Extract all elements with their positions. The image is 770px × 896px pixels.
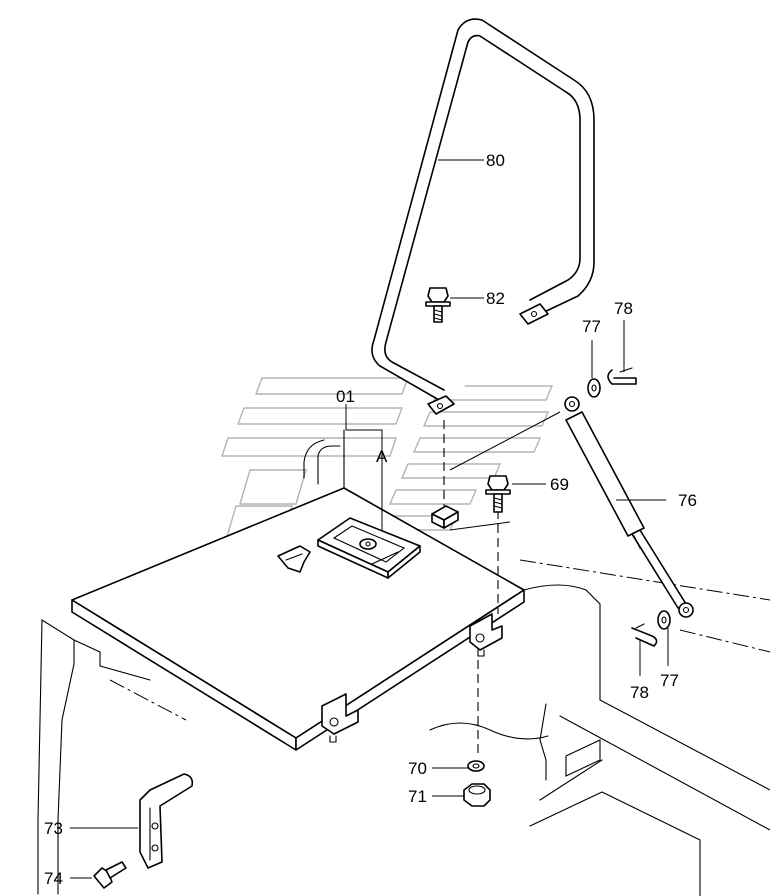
callout-74: 74 (44, 869, 63, 888)
gas-spring (564, 396, 694, 618)
callout-71: 71 (408, 787, 427, 806)
hinge-left (277, 545, 311, 573)
nut-71 (463, 783, 491, 807)
hinge-front (321, 693, 359, 743)
callout-82: 82 (486, 289, 505, 308)
callout-A: A (376, 447, 388, 466)
callout-78-upper: 78 (614, 299, 633, 318)
callout-69: 69 (550, 475, 569, 494)
latch-plate (317, 517, 421, 579)
snap-pin-78-lower (631, 623, 658, 647)
washer-77-lower (657, 610, 671, 630)
grab-rail (371, 18, 595, 415)
callout-77-lower: 77 (660, 671, 679, 690)
snap-pin-78-upper (607, 367, 637, 385)
bolt-82 (425, 287, 451, 323)
leader-lines (70, 159, 669, 879)
bolt-69 (485, 475, 511, 513)
washer-70 (467, 760, 485, 772)
callout-78-lower: 78 (630, 683, 649, 702)
bolt-74 (93, 861, 127, 889)
callout-80: 80 (486, 151, 505, 170)
callout-01: 01 (336, 387, 355, 406)
callout-77-upper: 77 (582, 317, 601, 336)
bracket-73 (139, 773, 194, 869)
callout-labels: 80 82 77 78 01 A 69 76 78 77 70 71 73 74 (44, 151, 697, 888)
hinge-rear (469, 613, 503, 657)
machine-body (37, 559, 770, 896)
mount-block (431, 505, 459, 529)
callout-70: 70 (408, 759, 427, 778)
callout-76: 76 (678, 491, 697, 510)
callout-73: 73 (44, 819, 63, 838)
washer-77-upper (587, 378, 601, 398)
